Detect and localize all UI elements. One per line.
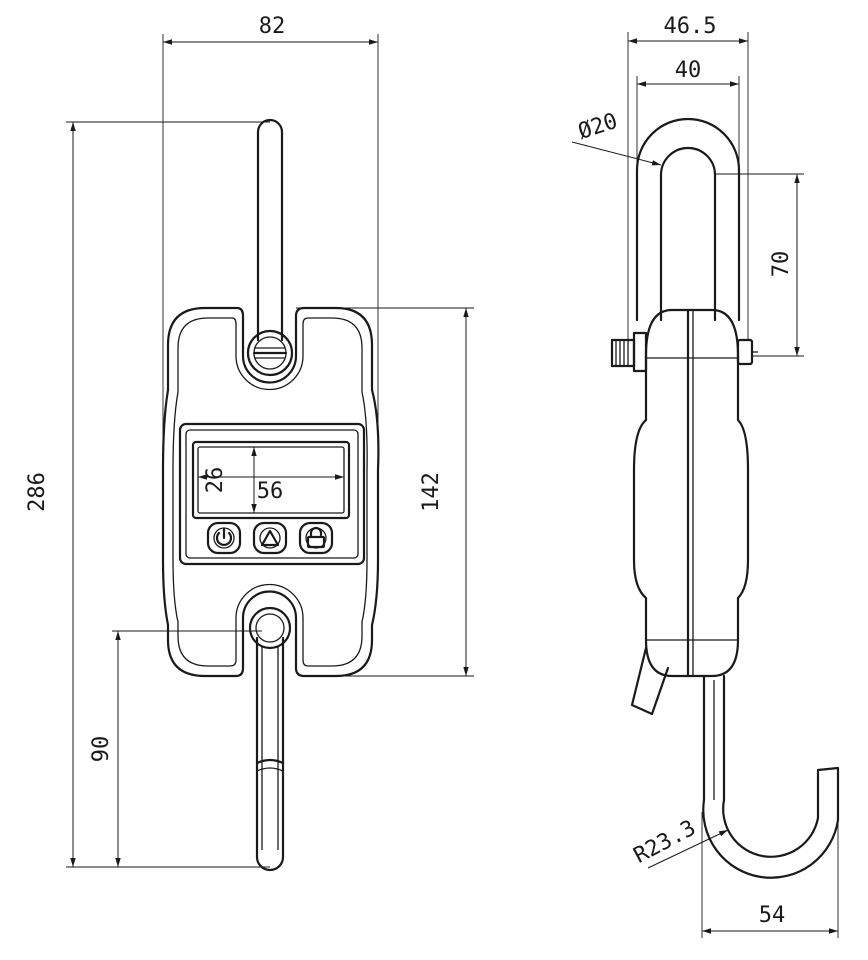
dim-ring-diameter: Ø20 [575, 109, 621, 145]
unlock-icon [306, 526, 326, 549]
up-button[interactable] [252, 521, 288, 555]
dim-screen-width: 56 [257, 479, 284, 504]
display-panel [178, 422, 366, 566]
side-view [610, 117, 840, 879]
dim-hook-radius: R23.3 [630, 816, 700, 869]
dim-height-total: 286 [25, 472, 50, 512]
body-inner [172, 317, 368, 667]
dim-hook-width: 54 [759, 903, 786, 928]
lcd-screen [191, 440, 351, 520]
front-view [161, 118, 380, 872]
power-button[interactable] [206, 521, 242, 555]
side-body [632, 308, 750, 678]
side-latch [630, 646, 670, 716]
unlock-button[interactable] [298, 521, 334, 555]
dim-side-outer: 46.5 [664, 14, 717, 39]
up-arrow-icon [260, 529, 280, 547]
dim-body-height: 142 [419, 472, 444, 512]
front-dimensions: 82 286 142 90 56 26 [25, 14, 474, 868]
top-shackle [256, 118, 284, 342]
side-hook [702, 674, 840, 879]
dim-side-inner: 40 [675, 58, 702, 83]
dim-ring-height: 70 [769, 251, 794, 278]
bottom-hook-rod [255, 636, 285, 872]
dim-hook-length: 90 [89, 736, 114, 763]
power-icon [215, 527, 233, 546]
side-ring [635, 117, 741, 322]
dim-screen-height: 26 [203, 467, 228, 494]
dim-width-front: 82 [259, 14, 286, 39]
